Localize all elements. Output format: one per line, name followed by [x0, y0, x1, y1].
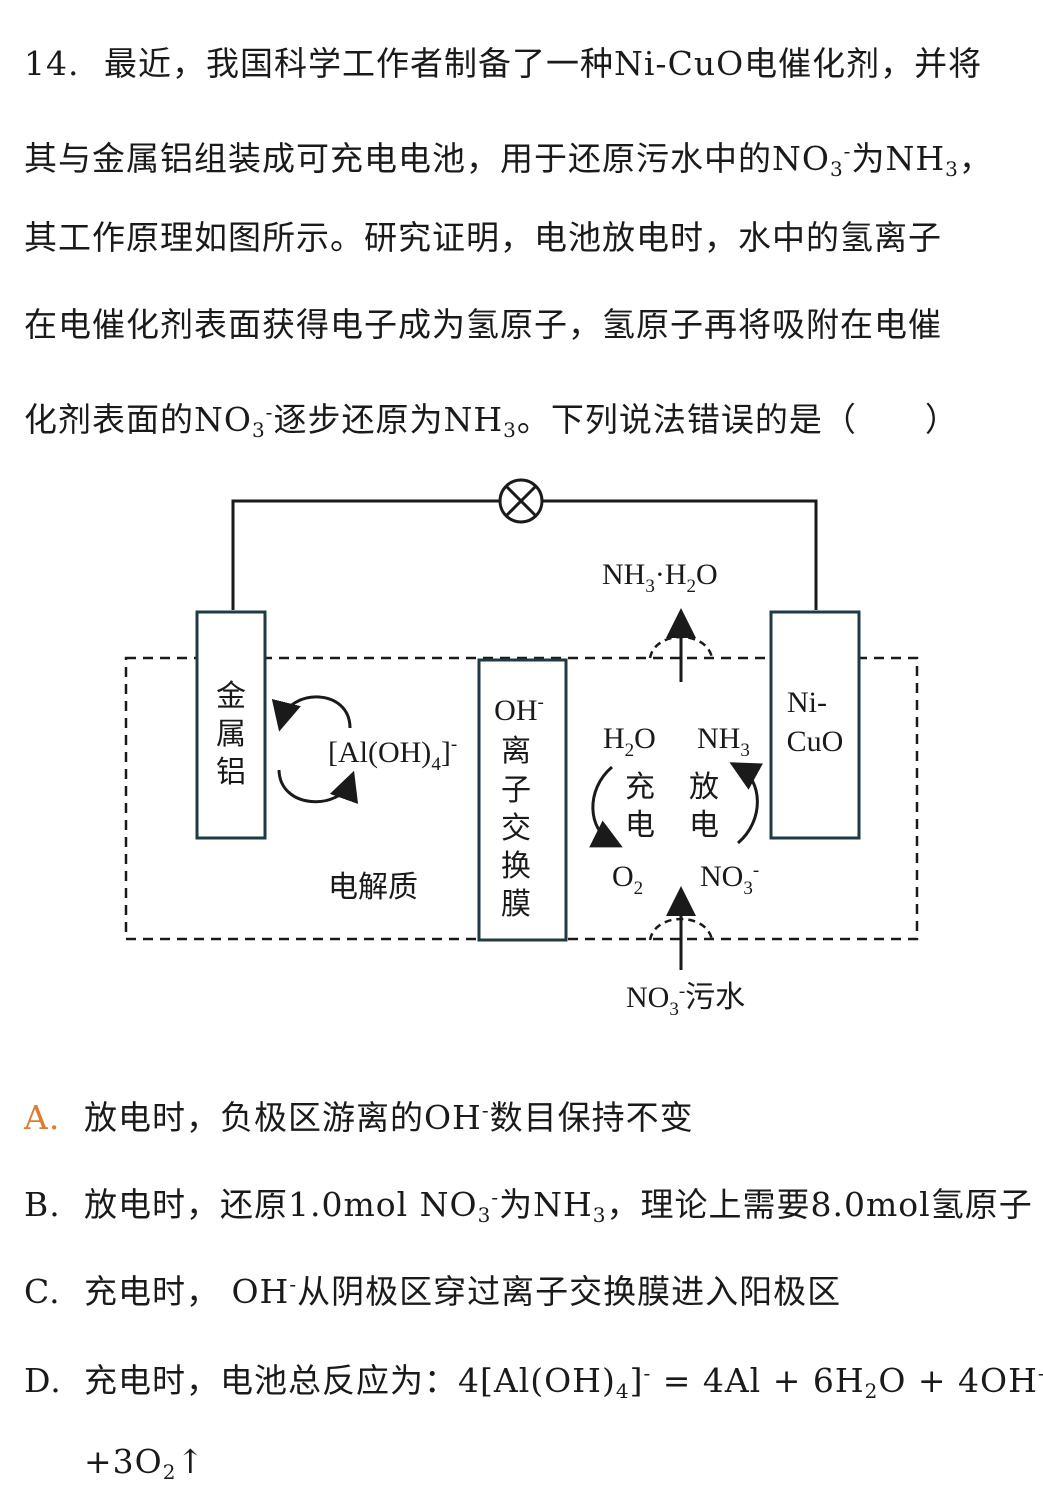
charge-label-2: 电 [625, 809, 655, 842]
membrane-oh: OH- [494, 692, 544, 727]
aluminum-label-1: 金 [216, 680, 246, 713]
option-c-sup: - [289, 1272, 298, 1296]
option-a-text-b: 数目保持不变 [489, 1098, 694, 1137]
option-b-text-c: ，理论上需要8.0mol氢原子 [606, 1185, 1033, 1224]
q5-sub: 3 [251, 418, 266, 442]
ni-cuo-label-1: Ni- [787, 686, 827, 719]
option-c[interactable]: C. 充电时， OH-从阴极区穿过离子交换膜进入阳极区 [24, 1264, 841, 1312]
aluminum-label-3: 铝 [216, 756, 246, 789]
q5-c: 。下列说法错误的是（ ） [516, 400, 959, 439]
question-line-2: 其与金属铝组装成可充电电池，用于还原污水中的NO3-为NH3， [24, 131, 993, 189]
option-d-cont-text: +3O [84, 1442, 163, 1481]
option-b-sub: 3 [477, 1203, 492, 1227]
membrane-label-1: 离 [501, 735, 531, 768]
aluminum-label-2: 属 [216, 718, 246, 751]
aluminate-label: [Al(OH)4]- [328, 734, 457, 775]
charge-label-1: 充 [625, 771, 655, 804]
option-a[interactable]: A. 放电时，负极区游离的OH-数目保持不变 [24, 1090, 694, 1138]
question-line-1: 14. 最近，我国科学工作者制备了一种Ni-CuO电催化剂，并将 [24, 44, 982, 84]
option-a-sup: - [481, 1098, 490, 1122]
option-d[interactable]: D.充电时，电池总反应为：4[Al(OH)4]- = 4Al + 6H2O + … [24, 1353, 1043, 1411]
membrane-label-3: 交 [501, 812, 531, 845]
option-d-text-b: ] [629, 1361, 644, 1400]
membrane-label-4: 换 [501, 850, 531, 883]
nh3-label: NH3 [697, 722, 750, 761]
q2-sub: 3 [829, 157, 844, 181]
inlet-label: NO3-污水 [626, 981, 745, 1020]
q2-c: ， [958, 139, 993, 178]
no3-label: NO3- [700, 860, 759, 899]
discharge-label-1: 放 [689, 771, 719, 804]
cycle-arrow-upper [271, 695, 352, 732]
h2o-label: H2O [603, 722, 656, 761]
option-d-sup2: - [1038, 1361, 1043, 1385]
lamp-icon [498, 478, 544, 524]
battery-diagram: 金 属 铝 OH- 离 子 交 换 膜 Ni- CuO [Al(OH)4]- 电… [124, 478, 919, 1020]
option-b-text: 放电时，还原1.0mol NO [84, 1185, 478, 1224]
ion-exchange-membrane [477, 658, 568, 942]
option-b-letter: B. [24, 1185, 61, 1224]
option-b-text-b: 为NH [499, 1185, 593, 1224]
discharge-arrow [729, 762, 763, 845]
option-b[interactable]: B.放电时，还原1.0mol NO3-为NH3，理论上需要8.0mol氢原子 [24, 1177, 1033, 1235]
membrane-label-2: 子 [501, 774, 531, 807]
option-b-sup: - [491, 1185, 500, 1209]
option-d-cont-arrow: ↑ [176, 1442, 206, 1481]
question-line-4: 在电催化剂表面获得电子成为氢原子，氢原子再将吸附在电催 [24, 305, 942, 344]
inlet-dash-arc [648, 917, 714, 941]
option-a-letter: A. [24, 1098, 61, 1137]
option-c-text-b: 从阴极区穿过离子交换膜进入阳极区 [297, 1272, 842, 1311]
o2-label: O2 [612, 860, 643, 899]
outlet-dash-arc [648, 635, 714, 659]
option-d-sup: - [643, 1361, 652, 1385]
q5-a: 化剂表面的NO [24, 400, 252, 439]
option-d-sub: 4 [615, 1379, 630, 1403]
charge-arrow [589, 765, 623, 848]
question-line-3: 其工作原理如图所示。研究证明，电池放电时，水中的氢离子 [24, 218, 942, 257]
option-c-text: 充电时， OH [84, 1272, 290, 1311]
q2-sup: - [843, 139, 852, 163]
question-line-5: 化剂表面的NO3-逐步还原为NH3。下列说法错误的是（ ） [24, 392, 959, 450]
option-d-text-c: = 4Al + 6H [651, 1361, 865, 1400]
option-d-letter: D. [24, 1361, 62, 1400]
q5-sup: - [265, 400, 274, 424]
aluminum-electrode [195, 610, 267, 840]
q5-b: 逐步还原为NH [273, 400, 504, 439]
option-d-cont-sub: 2 [162, 1460, 177, 1484]
q5-sub2: 3 [503, 418, 517, 442]
q2-sub2: 3 [945, 157, 959, 181]
q2-a: 其与金属铝组装成可充电电池，用于还原污水中的NO [24, 139, 830, 178]
option-c-letter: C. [24, 1272, 61, 1311]
option-a-text: 放电时，负极区游离的OH [84, 1098, 482, 1137]
question-text-1: 最近，我国科学工作者制备了一种Ni-CuO电催化剂，并将 [104, 44, 983, 83]
cycle-arrow-lower [277, 769, 359, 805]
membrane-label-5: 膜 [501, 888, 531, 921]
option-d-continued: +3O2↑ [24, 1442, 205, 1492]
option-b-sub2: 3 [592, 1203, 607, 1227]
ni-cuo-electrode [769, 610, 861, 840]
electrolyte-label: 电解质 [328, 871, 418, 904]
discharge-label-2: 电 [689, 809, 719, 842]
option-d-sub2: 2 [864, 1379, 879, 1403]
option-d-text-d: O + 4OH [878, 1361, 1038, 1400]
option-d-text: 充电时，电池总反应为：4[Al(OH) [84, 1361, 616, 1400]
q2-b: 为NH [851, 139, 946, 178]
circuit-wire [231, 499, 818, 610]
product-label: NH3·H2O [602, 558, 718, 597]
question-number: 14. [24, 44, 80, 83]
ni-cuo-label-2: CuO [787, 725, 844, 758]
